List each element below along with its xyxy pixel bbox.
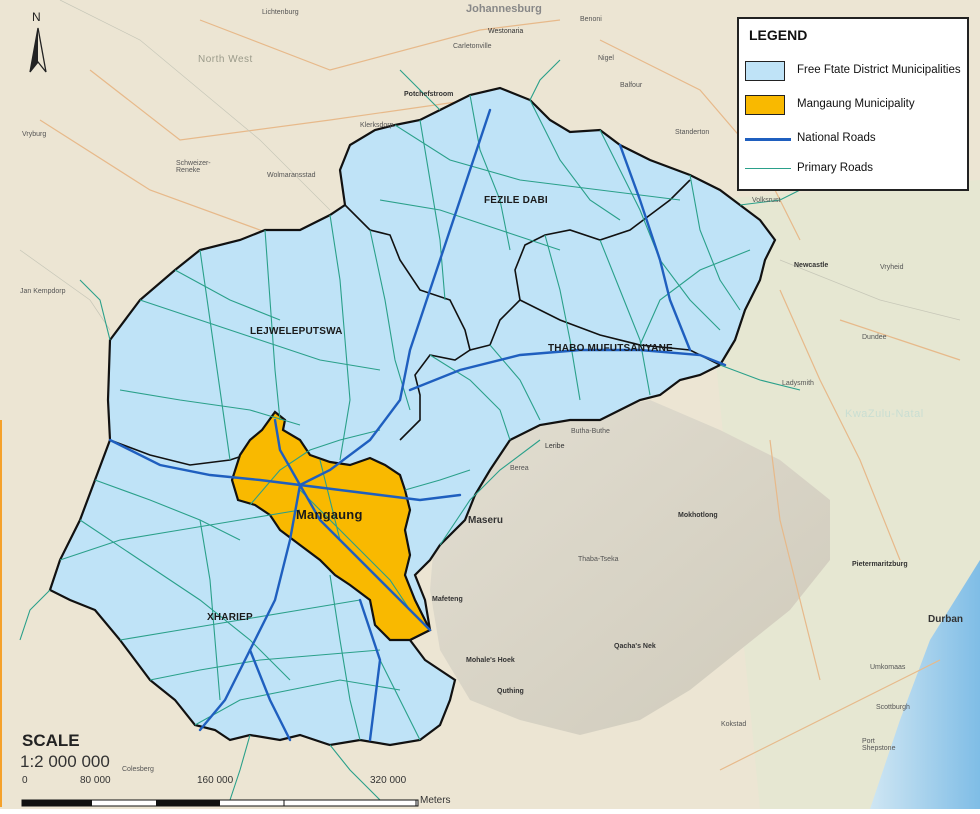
legend-item-district: Free Ftate District Municipalities [745,59,967,83]
background-boundaries [19,0,961,331]
place-label: Carletonville [453,43,492,50]
place-label: Quthing [497,688,524,695]
place-label: Berea [510,465,529,472]
district-label-fezile-dabi: FEZILE DABI [484,195,548,206]
place-label: Thaba-Tseka [578,556,619,563]
place-label: Umkomaas [870,664,906,671]
place-label: Ladysmith [782,380,814,387]
lesotho-relief [430,400,830,735]
place-label: Nigel [598,55,614,62]
legend-box: LEGEND Free Ftate District Municipalitie… [737,17,969,191]
scale-tick: 80 000 [80,775,111,786]
place-label: Mohale's Hoek [466,657,515,664]
north-label: N [32,10,41,24]
place-label: Wolmaransstad [267,172,316,179]
place-label: Vryheid [880,264,904,271]
scale-ratio: 1:2 000 000 [20,752,110,771]
place-label: Leribe [545,443,565,450]
legend-label: National Roads [797,132,876,144]
legend-label: Free Ftate District Municipalities [797,64,961,76]
page-accent-bar [0,420,2,807]
district-label-xhariep: XHARIEP [207,612,253,623]
place-label: Lichtenburg [262,9,299,16]
scale-tick: 0 [22,775,28,786]
place-label: Westonaria [488,28,524,35]
place-label: Dundee [862,334,887,341]
legend-line-national [745,138,791,141]
district-label-thabo-mufutsanyane: THABO MUFUTSANYANE [548,343,673,354]
place-label: Johannesburg [466,3,542,15]
legend-title: LEGEND [749,27,808,43]
place-label: Balfour [620,82,643,89]
place-label: Newcastle [794,262,829,269]
place-label: Schweizer-Reneke [176,160,211,174]
district-label-lejweleputswa: LEJWELEPUTSWA [250,326,343,337]
place-label: Colesberg [122,766,154,773]
place-label: Standerton [675,129,710,136]
place-label: Kokstad [721,721,747,728]
place-label: Butha-Buthe [571,428,610,435]
place-label: Mokhotlong [678,512,718,519]
place-label: Klerksdorp [360,122,394,129]
region-label-north-west: North West [198,54,253,65]
indian-ocean [870,560,980,809]
place-label: Vryburg [22,131,47,138]
district-boundaries [109,179,721,466]
place-label: Scottburgh [876,704,910,711]
place-label: Benoni [580,16,602,23]
place-label: Mafeteng [432,596,463,603]
legend-label: Primary Roads [797,162,874,174]
national-roads [108,108,727,742]
legend-swatch-mangaung [745,95,785,115]
place-label: Pietermaritzburg [852,561,908,568]
place-label: Jan Kempdorp [20,288,66,295]
scale-title: SCALE [22,731,80,750]
legend-label: Mangaung Municipality [797,98,915,110]
place-label: Qacha's Nek [614,643,656,650]
place-label: Volksrust [752,197,781,204]
place-label: Maseru [468,515,504,526]
basemap-east [700,180,980,809]
region-label-kzn: KwaZulu-Natal [845,408,924,420]
scale-tick: 320 000 [370,775,407,786]
scale-units: Meters [420,795,451,806]
legend-item-mangaung: Mangaung Municipality [745,93,967,117]
scale-tick: 160 000 [197,775,234,786]
free-state-districts [48,86,777,747]
place-label: Durban [928,614,963,625]
legend-item-primary-roads: Primary Roads [745,157,967,181]
legend-line-primary [745,168,791,169]
legend-swatch-district [745,61,785,81]
scale-bar [21,799,419,807]
legend-item-national-roads: National Roads [745,127,967,151]
north-arrow [29,27,47,73]
place-label: Port Shepstone [862,738,896,752]
place-label: Potchefstroom [404,91,454,98]
primary-roads [19,59,801,801]
district-label-mangaung: Mangaung [296,507,363,522]
